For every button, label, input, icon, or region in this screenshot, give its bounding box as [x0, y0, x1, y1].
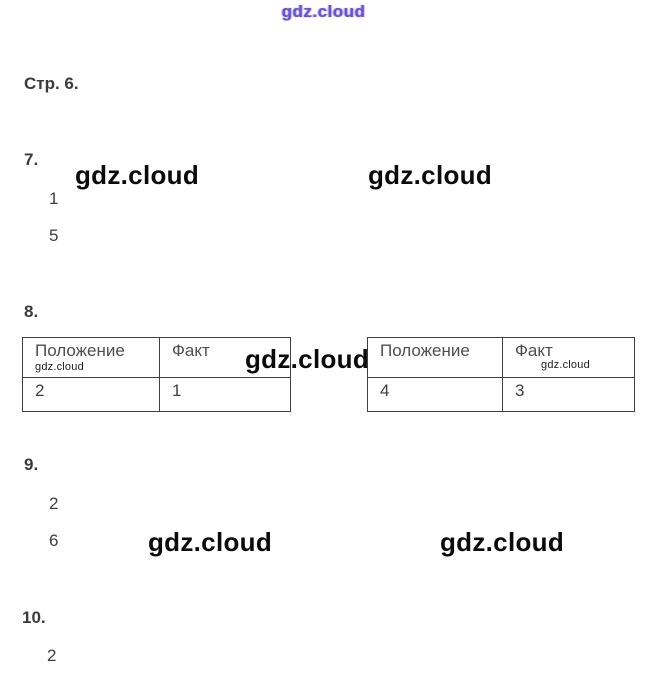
- table-header-fakt: Факт: [172, 341, 210, 360]
- watermark-large: gdz.cloud: [368, 160, 493, 190]
- task-7-label: 7.: [24, 150, 39, 169]
- task-9-answer-1: 2: [49, 494, 59, 513]
- table-header-cell: Положение gdz.cloud: [23, 338, 160, 377]
- watermark-small: gdz.cloud: [541, 359, 590, 371]
- table-data-row: 2 1: [23, 378, 290, 411]
- table-cell: 2: [23, 378, 160, 411]
- task-10-answer-1: 2: [47, 646, 57, 665]
- table-cell: 4: [368, 378, 503, 411]
- task-10-label: 10.: [22, 608, 46, 627]
- table-header-cell: Положение: [368, 338, 503, 377]
- site-watermark-top: gdz.cloud: [281, 2, 366, 21]
- table-header-cell: Факт: [160, 338, 290, 377]
- watermark-large: gdz.cloud: [75, 160, 200, 190]
- task-7-answer-1: 1: [49, 189, 59, 208]
- page-title: Стр. 6.: [24, 74, 79, 93]
- watermark-large: gdz.cloud: [440, 527, 565, 557]
- table-header-row: Положение gdz.cloud Факт: [23, 338, 290, 378]
- table-data-row: 4 3: [368, 378, 634, 411]
- table-cell: 1: [172, 381, 182, 400]
- watermark-large: gdz.cloud: [245, 344, 370, 374]
- task-7-answer-2: 5: [49, 226, 59, 245]
- task-9-label: 9.: [24, 455, 39, 474]
- watermark-large: gdz.cloud: [148, 527, 273, 557]
- table-header-polozhenie: Положение: [35, 341, 125, 360]
- table-header-cell: Факт gdz.cloud: [503, 338, 634, 377]
- task-8-table-right: Положение Факт gdz.cloud 4 3: [367, 337, 635, 412]
- task-9-answer-2: 6: [49, 531, 59, 550]
- task-8-table-left: Положение gdz.cloud Факт 2 1: [22, 337, 291, 412]
- table-header-polozhenie: Положение: [380, 341, 470, 360]
- table-header-fakt: Факт: [515, 341, 553, 360]
- table-header-row: Положение Факт gdz.cloud: [368, 338, 634, 378]
- task-8-label: 8.: [24, 302, 39, 321]
- table-cell: 3: [515, 381, 525, 400]
- watermark-small: gdz.cloud: [35, 361, 84, 373]
